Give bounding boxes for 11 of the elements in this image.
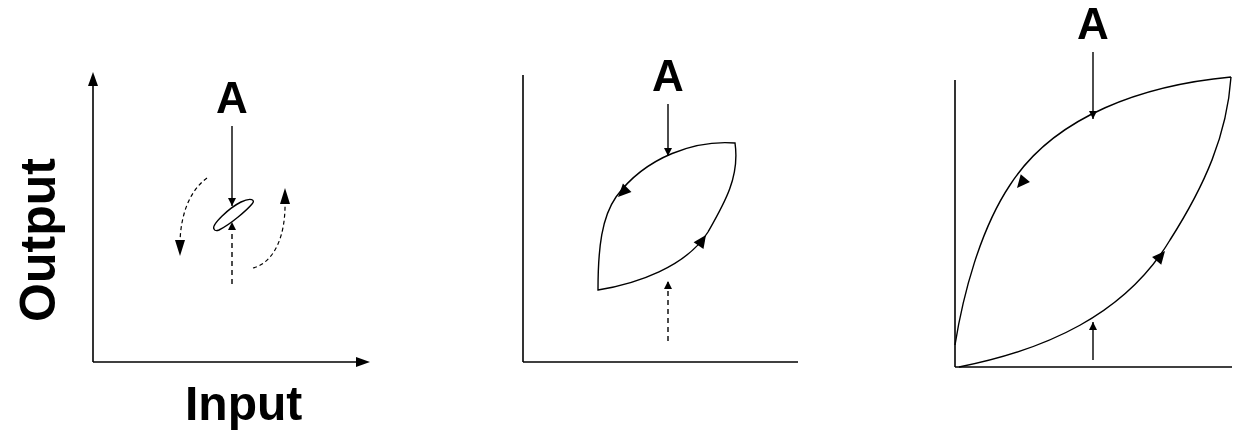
arrow [228,221,236,285]
point-label: A [652,54,684,98]
point-label: A [216,76,248,120]
arrow [1089,51,1097,120]
arrow [664,103,672,157]
arrow [1089,321,1097,361]
point-label: A [1077,2,1109,46]
axis-label: Output [12,158,63,322]
arrow [664,280,672,342]
axis-label: Input [185,380,303,428]
arrow [228,125,236,207]
